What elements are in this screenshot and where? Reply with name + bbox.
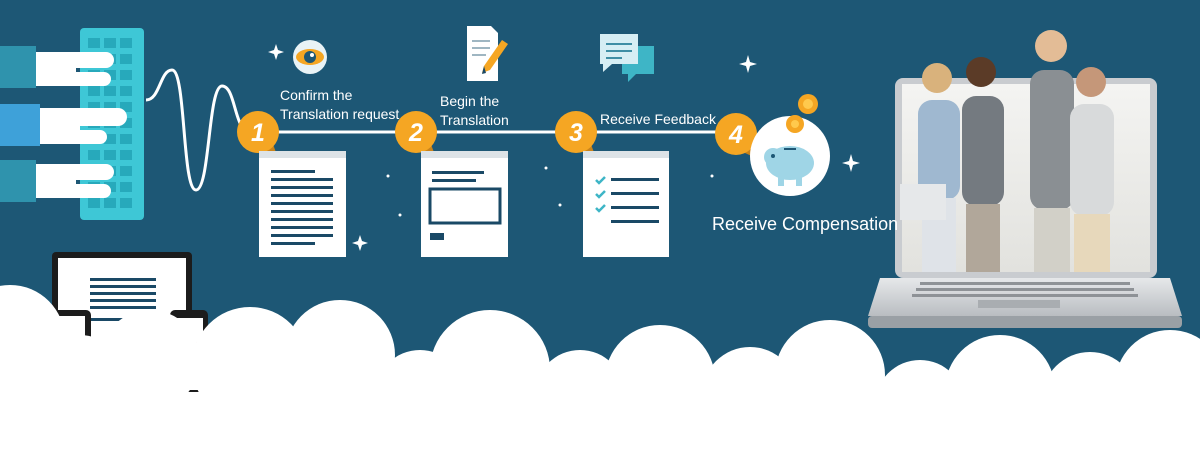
- step-2-number: 2: [408, 119, 423, 147]
- step-1-eye-icon: [293, 40, 327, 74]
- step-2-label: Begin the Translation: [440, 92, 509, 130]
- step-2-label-line1: Begin the: [440, 93, 500, 109]
- step-2-badge: 2: [395, 111, 437, 158]
- step-1-document-card: [259, 151, 346, 257]
- laptop-illustration: [868, 30, 1182, 328]
- step-2-document-card: [421, 151, 508, 257]
- step-4-label: Receive Compensation: [712, 213, 898, 235]
- step-1-label-line2: Translation request: [280, 106, 400, 122]
- step-3-label: Receive Feedback: [600, 110, 716, 129]
- step-1-label: Confirm the Translation request: [280, 86, 399, 124]
- sparkles: [268, 44, 860, 251]
- step-3-checklist-card: [583, 151, 669, 257]
- step-1-number: 1: [251, 119, 265, 147]
- step-4-badge: 4: [715, 113, 757, 158]
- step-2-label-line2: Translation: [440, 112, 509, 128]
- clouds: [0, 285, 1200, 450]
- step-1-label-line1: Confirm the: [280, 87, 353, 103]
- step-3-chat-bubbles-icon: [600, 34, 654, 82]
- step-3-label-line1: Receive Feedback: [600, 111, 716, 127]
- keyboard-hands-illustration: [0, 28, 251, 220]
- step-2-pencil-paper-icon: [467, 26, 508, 81]
- step-4-label-line1: Receive Compensation: [712, 214, 899, 234]
- people-photo: [918, 30, 1114, 272]
- step-4-number: 4: [728, 121, 743, 149]
- step-4-piggy-bank-icon: [750, 94, 830, 196]
- step-3-number: 3: [569, 119, 583, 147]
